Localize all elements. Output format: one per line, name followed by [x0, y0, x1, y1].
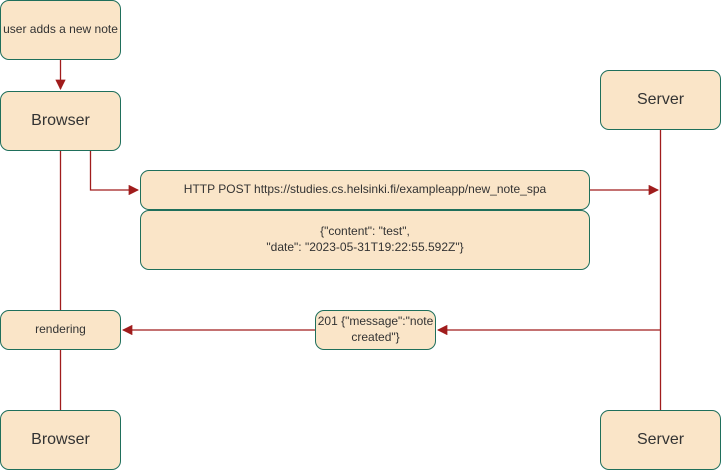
payload-line-1: {"content": "test",	[320, 224, 410, 239]
browser-top-label: Browser	[31, 111, 90, 129]
browser-to-request-arrow	[89, 151, 140, 196]
server-node-top: Server	[600, 70, 721, 130]
server-top-label: Server	[636, 90, 685, 108]
request-method: HTTP POST	[183, 182, 251, 197]
request-url: https://studies.cs.helsinki.fi/exampleap…	[254, 182, 547, 197]
request-node: HTTP POST https://studies.cs.helsinki.fi…	[140, 170, 590, 210]
rendering-node: rendering	[0, 310, 121, 350]
server-bottom-label: Server	[636, 430, 685, 448]
browser-bottom-label: Browser	[31, 430, 90, 448]
server-node-bottom: Server	[600, 410, 721, 470]
response-line-1: 201 {"message":"note	[317, 314, 434, 329]
payload-node: {"content": "test", "date": "2023-05-31T…	[140, 210, 590, 270]
browser-node-top: Browser	[0, 91, 121, 151]
trigger-node: user adds a new note	[0, 0, 121, 60]
rendering-label: rendering	[35, 322, 86, 337]
payload-line-2: "date": "2023-05-31T19:22:55.592Z"}	[266, 240, 464, 254]
response-node: 201 {"message":"note created"}	[315, 310, 436, 350]
trigger-label: user adds a new note	[3, 22, 118, 37]
response-line-2: created"}	[351, 330, 400, 344]
browser-node-bottom: Browser	[0, 410, 121, 470]
request-line: HTTP POST https://studies.cs.helsinki.fi…	[184, 182, 546, 198]
